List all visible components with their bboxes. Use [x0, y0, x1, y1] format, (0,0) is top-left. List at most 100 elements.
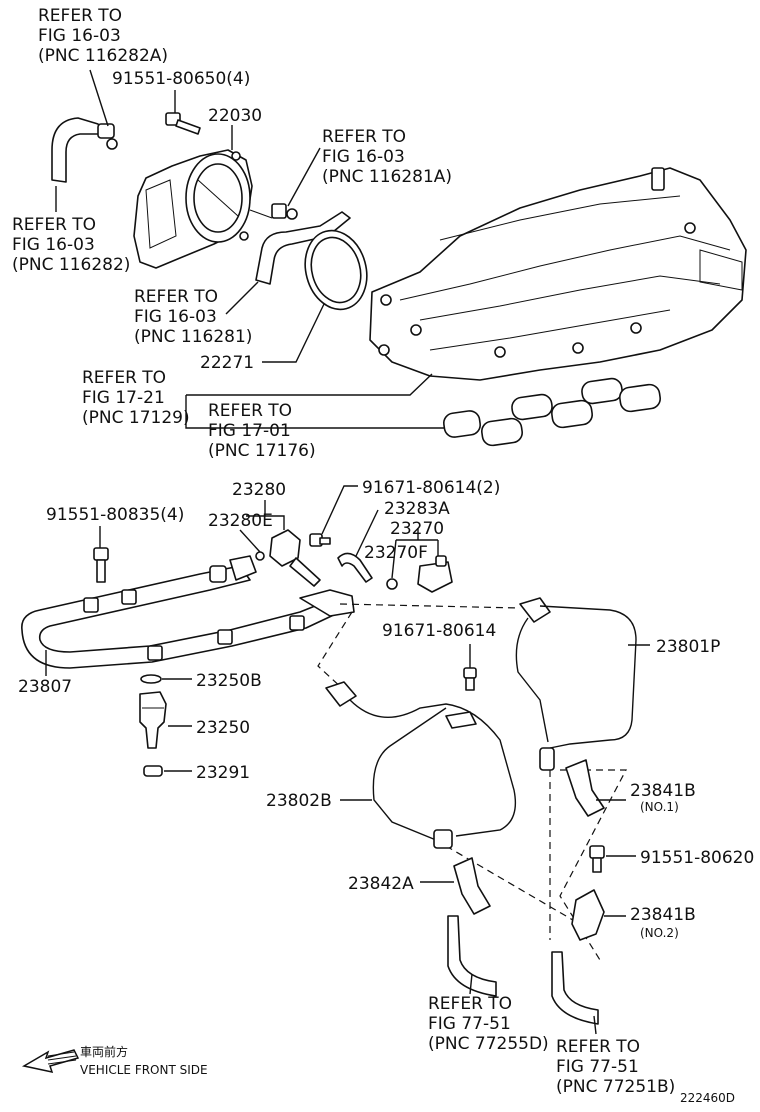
leader-bolt-2 [321, 485, 358, 535]
bolt-91671-80614-2 [309, 533, 331, 547]
leader-ref-top2 [287, 147, 321, 207]
leader-23283a [355, 509, 379, 557]
leader-23280e [239, 529, 261, 553]
svg-text:REFER TO: REFER TO [134, 287, 218, 307]
label-ref-left1: REFER TO FIG 16-03 (PNC 116282) [12, 215, 130, 275]
fuel-pipe-23802b [325, 681, 517, 849]
label-23802b: 23802B [266, 791, 332, 811]
label-23270: 23270 [390, 519, 444, 539]
fuel-hose-77251b [551, 951, 599, 1025]
label-bolt-top: 91551-80650(4) [112, 69, 250, 89]
label-front-jp: 車両前方 [80, 1044, 128, 1059]
throttle-body [133, 149, 273, 269]
clip-23283a [337, 552, 373, 583]
label-ref-top1: REFER TO FIG 16-03 (PNC 116282A) [38, 6, 168, 66]
svg-text:REFER TO: REFER TO [12, 215, 96, 235]
label-bolt-620: 91551-80620 [640, 848, 754, 868]
svg-text:FIG 77-51: FIG 77-51 [556, 1057, 639, 1077]
label-22271: 22271 [200, 353, 254, 373]
label-front-en: VEHICLE FRONT SIDE [80, 1063, 208, 1077]
svg-text:FIG 17-01: FIG 17-01 [208, 421, 291, 441]
label-ref-mid1: REFER TO FIG 16-03 (PNC 116281) [134, 287, 252, 347]
svg-text:(PNC 116282A): (PNC 116282A) [38, 46, 168, 66]
leader-ref-77b [593, 1015, 597, 1035]
dash-rail-to-802b [317, 611, 353, 691]
leader-ref-mid1 [225, 281, 259, 315]
svg-text:(PNC 116282): (PNC 116282) [12, 255, 130, 275]
label-23841b-1: 23841B [630, 781, 696, 801]
fuel-pipe-23801p [515, 597, 637, 771]
label-22030: 22030 [208, 106, 262, 126]
svg-text:REFER TO: REFER TO [82, 368, 166, 388]
label-23842a: 23842A [348, 874, 414, 894]
label-23283a: 23283A [384, 499, 450, 519]
leader-ref-top1 [89, 69, 109, 127]
leader-fig17-21 [186, 373, 433, 396]
label-ref-fig17-21: REFER TO FIG 17-21 (PNC 17129) [82, 368, 190, 428]
dash-rail-to-pipe [339, 603, 521, 609]
water-hose-upper [51, 117, 118, 183]
svg-text:REFER TO: REFER TO [208, 401, 292, 421]
svg-text:FIG 16-03: FIG 16-03 [12, 235, 95, 255]
fuel-hose-77255d [447, 915, 497, 997]
svg-text:FIG 16-03: FIG 16-03 [38, 26, 121, 46]
svg-text:(PNC 17129): (PNC 17129) [82, 408, 190, 428]
label-no1: (NO.1) [640, 800, 679, 814]
manifold-gasket [442, 377, 661, 447]
svg-text:(PNC 116281): (PNC 116281) [134, 327, 252, 347]
svg-text:(PNC 116281A): (PNC 116281A) [322, 167, 452, 187]
bolt-91551-80650 [165, 112, 201, 135]
svg-text:REFER TO: REFER TO [428, 994, 512, 1014]
water-hose-lower [255, 203, 351, 285]
label-ref-fig77-d: REFER TO FIG 77-51 (PNC 77255D) [428, 994, 549, 1054]
svg-text:FIG 16-03: FIG 16-03 [134, 307, 217, 327]
label-bolt-2: 91671-80614(2) [362, 478, 500, 498]
label-23250: 23250 [196, 718, 250, 738]
bolt-91671-80614 [463, 667, 477, 691]
label-23270f: 23270F [364, 543, 428, 563]
o-ring-23250b [140, 674, 162, 684]
bolt-91551-80835 [93, 547, 109, 583]
bracket-23280 [246, 515, 285, 530]
label-bolt-4: 91551-80835(4) [46, 505, 184, 525]
leader-fig17-01 [185, 395, 444, 429]
clamp-23841b-no2 [571, 889, 605, 941]
gasket-22271 [304, 229, 368, 311]
label-23280: 23280 [232, 480, 286, 500]
intake-manifold [369, 167, 747, 381]
svg-text:(PNC 17176): (PNC 17176) [208, 441, 316, 461]
label-23280e: 23280E [208, 511, 273, 531]
clamp-23842a [453, 857, 491, 915]
leader-ref-77d [469, 973, 473, 995]
label-ref-top2: REFER TO FIG 16-03 (PNC 116281A) [322, 127, 452, 187]
pressure-regulator [255, 529, 321, 587]
svg-text:FIG 77-51: FIG 77-51 [428, 1014, 511, 1034]
fuel-rail [21, 555, 355, 669]
injector-23250 [139, 691, 167, 749]
vehicle-front-arrow-icon [21, 1049, 80, 1074]
label-bolt-single: 91671-80614 [382, 621, 496, 641]
label-23801p: 23801P [656, 637, 720, 657]
clamp-23841b-no1 [565, 759, 605, 817]
label-23807: 23807 [18, 677, 72, 697]
svg-text:REFER TO: REFER TO [556, 1037, 640, 1057]
leader-23270f [391, 539, 397, 579]
bolt-91551-80620 [589, 845, 605, 873]
leader-22271 [262, 303, 325, 363]
svg-text:REFER TO: REFER TO [38, 6, 122, 26]
label-23291: 23291 [196, 763, 250, 783]
svg-text:FIG 16-03: FIG 16-03 [322, 147, 405, 167]
label-23250b: 23250B [196, 671, 262, 691]
insulator-23291 [143, 765, 163, 777]
svg-text:FIG 17-21: FIG 17-21 [82, 388, 165, 408]
pulsation-damper [386, 555, 453, 593]
svg-text:(PNC 77255D): (PNC 77255D) [428, 1034, 549, 1054]
label-no2: (NO.2) [640, 926, 679, 940]
label-ref-fig17-01: REFER TO FIG 17-01 (PNC 17176) [208, 401, 316, 461]
label-ref-fig77-b: REFER TO FIG 77-51 (PNC 77251B) [556, 1037, 675, 1097]
label-23841b-2: 23841B [630, 905, 696, 925]
svg-text:(PNC 77251B): (PNC 77251B) [556, 1077, 675, 1097]
label-diagram-id: 222460D [680, 1091, 735, 1105]
